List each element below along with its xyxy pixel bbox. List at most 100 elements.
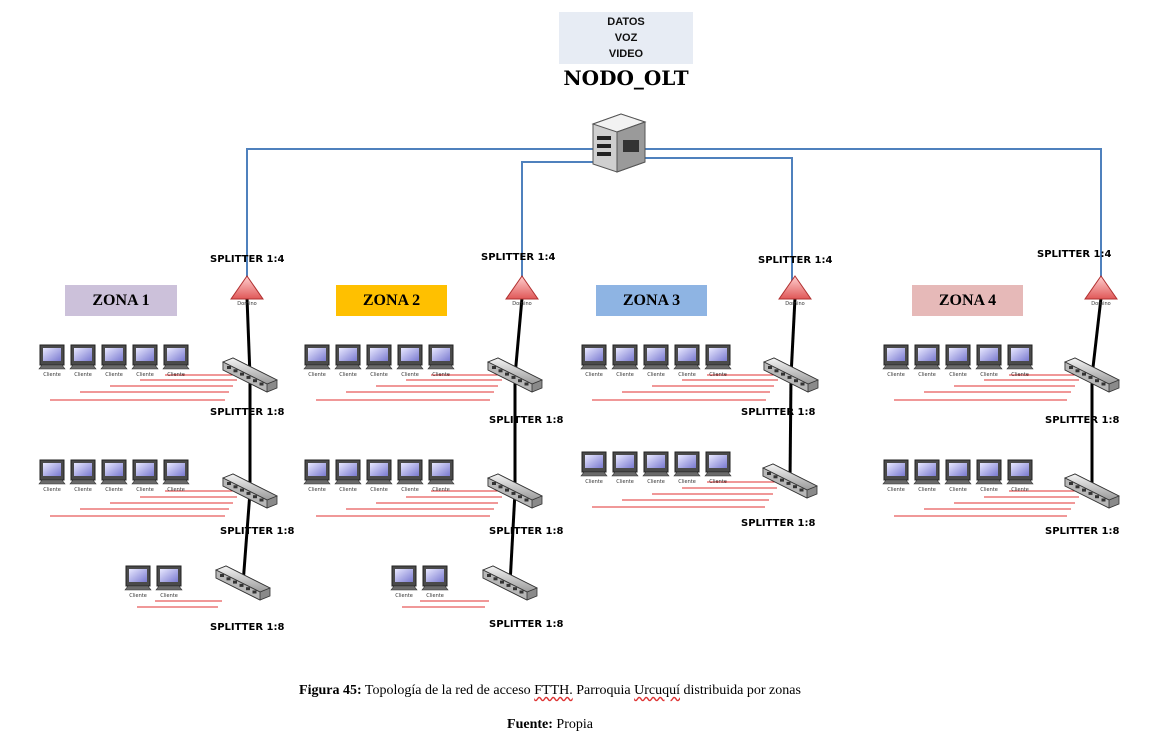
- client-label: Cliente: [432, 372, 450, 378]
- feeder-line: [246, 148, 593, 285]
- distribution-line: [241, 491, 252, 585]
- splitter-18-label: SPLITTER 1:8: [489, 619, 564, 630]
- distribution-line: [508, 491, 517, 585]
- client-label: Cliente: [426, 593, 444, 599]
- client-computer-icon: Cliente: [396, 459, 424, 493]
- client-label: Cliente: [43, 372, 61, 378]
- client-label: Cliente: [401, 487, 419, 493]
- client-computer-icon: Cliente: [944, 344, 972, 378]
- client-computer-icon: Cliente: [303, 344, 331, 378]
- splitter-14-icon: Domino: [505, 275, 539, 307]
- zone-label-3: ZONA 3: [596, 285, 707, 316]
- figure-urcuqui: Urcuquí: [634, 683, 681, 698]
- client-computer-icon: Cliente: [390, 565, 418, 599]
- olt-title: NODO_OLT: [563, 66, 689, 90]
- splitter-18-icon: [222, 357, 278, 393]
- client-computer-icon: Cliente: [162, 344, 190, 378]
- client-computer-icon: Cliente: [69, 459, 97, 493]
- splitter-14-label-zone1: SPLITTER 1:4: [210, 254, 285, 265]
- feeder-lines: [246, 148, 1102, 285]
- client-label: Cliente: [105, 487, 123, 493]
- splitter-18-icon: [762, 463, 818, 499]
- distribution-line: [789, 297, 797, 377]
- client-label: Cliente: [585, 479, 603, 485]
- client-label: Cliente: [918, 372, 936, 378]
- client-computer-icon: Cliente: [975, 459, 1003, 493]
- distribution-lines: [241, 297, 1103, 585]
- client-computer-icon: Cliente: [704, 344, 732, 378]
- client-label: Cliente: [432, 487, 450, 493]
- client-label: Cliente: [887, 372, 905, 378]
- client-label: Cliente: [339, 372, 357, 378]
- client-computer-icon: Cliente: [1006, 344, 1034, 378]
- client-label: Cliente: [887, 487, 905, 493]
- client-computer-icon: Cliente: [611, 344, 639, 378]
- splitter-14-icon: Domino: [1084, 275, 1118, 307]
- splitter-18-icon: [1064, 357, 1120, 393]
- splitter-18-label: SPLITTER 1:8: [1045, 415, 1120, 426]
- client-label: Cliente: [136, 487, 154, 493]
- client-label: Cliente: [616, 372, 634, 378]
- client-label: Cliente: [43, 487, 61, 493]
- client-computer-icon: Cliente: [913, 344, 941, 378]
- figure-text-post: distribuida por zonas: [680, 683, 801, 698]
- client-label: Cliente: [647, 479, 665, 485]
- olt-server-icon: [591, 113, 647, 173]
- figure-text-pre: Topología de la red de acceso: [361, 683, 535, 698]
- splitter-14-label-zone4: SPLITTER 1:4: [1037, 249, 1112, 260]
- splitter-18-label: SPLITTER 1:8: [489, 415, 564, 426]
- client-label: Cliente: [709, 479, 727, 485]
- client-computer-icon: Cliente: [100, 344, 128, 378]
- splitter-18-icon: [487, 357, 543, 393]
- client-label: Cliente: [980, 487, 998, 493]
- client-computer-icon: Cliente: [944, 459, 972, 493]
- client-computer-icon: Cliente: [365, 344, 393, 378]
- splitter-18-icon: [1064, 473, 1120, 509]
- client-computer-icon: Cliente: [882, 344, 910, 378]
- figure-caption: Figura 45: Topología de la red de acceso…: [0, 683, 1100, 699]
- domino-label: Domino: [512, 301, 531, 307]
- client-computer-icon: Cliente: [913, 459, 941, 493]
- client-label: Cliente: [339, 487, 357, 493]
- zone-label-1: ZONA 1: [65, 285, 177, 316]
- distribution-line: [1090, 297, 1103, 377]
- feeder-line: [521, 161, 600, 285]
- splitter-18-label: SPLITTER 1:8: [210, 622, 285, 633]
- client-label: Cliente: [1011, 372, 1029, 378]
- splitter-18-label: SPLITTER 1:8: [741, 518, 816, 529]
- feeder-line: [640, 157, 793, 285]
- client-computer-icon: Cliente: [421, 565, 449, 599]
- client-computer-icon: Cliente: [124, 565, 152, 599]
- service-datos: DATOS: [607, 16, 645, 28]
- client-label: Cliente: [949, 372, 967, 378]
- client-label: Cliente: [949, 487, 967, 493]
- client-label: Cliente: [918, 487, 936, 493]
- client-computer-icon: Cliente: [334, 459, 362, 493]
- client-computer-icon: Cliente: [580, 451, 608, 485]
- client-computer-icon: Cliente: [38, 459, 66, 493]
- client-label: Cliente: [74, 372, 92, 378]
- domino-label: Domino: [785, 301, 804, 307]
- client-computer-icon: Cliente: [334, 344, 362, 378]
- splitter-18-label: SPLITTER 1:8: [741, 407, 816, 418]
- client-computer-icon: Cliente: [975, 344, 1003, 378]
- splitter-14-label-zone3: SPLITTER 1:4: [758, 255, 833, 266]
- client-computer-icon: Cliente: [131, 459, 159, 493]
- splitter-18-label: SPLITTER 1:8: [489, 526, 564, 537]
- client-computer-icon: Cliente: [303, 459, 331, 493]
- splitter-18-icon: [482, 565, 538, 601]
- splitter-18-label: SPLITTER 1:8: [220, 526, 295, 537]
- client-label: Cliente: [167, 487, 185, 493]
- client-label: Cliente: [401, 372, 419, 378]
- figure-text-mid: Parroquia: [572, 683, 635, 698]
- client-label: Cliente: [395, 593, 413, 599]
- figure-ftth: FTTH.: [534, 683, 573, 698]
- client-computer-icon: Cliente: [365, 459, 393, 493]
- client-computer-icon: Cliente: [155, 565, 183, 599]
- splitter-18-label: SPLITTER 1:8: [1045, 526, 1120, 537]
- client-label: Cliente: [308, 372, 326, 378]
